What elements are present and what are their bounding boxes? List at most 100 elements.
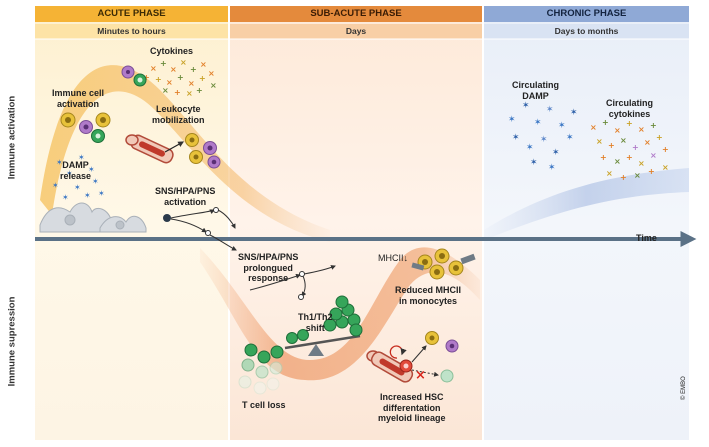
neuron-icons xyxy=(39,202,147,233)
svg-text:✶: ✶ xyxy=(534,118,542,128)
label-cytokines: Cytokines xyxy=(150,46,194,56)
chronic-wave xyxy=(484,168,689,240)
bone-icon-hsc xyxy=(366,350,414,383)
row-label-activation: Immune activation xyxy=(6,95,18,180)
svg-text:✶: ✶ xyxy=(552,148,560,158)
monocytes-mhcii xyxy=(411,248,476,280)
svg-text:✶: ✶ xyxy=(530,158,538,168)
label-hsc: Increased HSC differentation myeloid lin… xyxy=(378,392,446,423)
svg-text:×: × xyxy=(210,81,217,90)
svg-text:×: × xyxy=(208,69,215,78)
hsc-differentiation: × xyxy=(389,331,459,383)
circulating-cytokine-marks: ×+× +×+ ×+× +×+ +×+ ××+ ×+× +× xyxy=(590,118,669,182)
svg-text:✶: ✶ xyxy=(88,165,95,174)
circulating-damp-stars: ✶✶✶ ✶✶✶ ✶✶✶ ✶✶✶ ✶ xyxy=(508,101,578,173)
svg-text:×: × xyxy=(614,126,621,135)
svg-text:✶: ✶ xyxy=(548,163,556,173)
svg-text:×: × xyxy=(188,79,195,88)
svg-text:+: + xyxy=(608,141,615,150)
svg-text:×: × xyxy=(150,64,157,73)
svg-text:×: × xyxy=(662,163,669,172)
svg-text:✶: ✶ xyxy=(78,153,85,162)
damp-stars-acute: ✶✶✶✶ ✶✶✶✶ ✶✶ xyxy=(52,153,105,202)
svg-text:×: × xyxy=(166,78,173,87)
bone-icon-acute xyxy=(125,134,174,164)
svg-text:×: × xyxy=(415,368,426,383)
svg-text:×: × xyxy=(614,157,621,166)
svg-text:✶: ✶ xyxy=(52,181,59,190)
svg-text:×: × xyxy=(644,138,651,147)
immune-cell-activation-cells xyxy=(60,112,111,143)
svg-text:+: + xyxy=(177,73,184,82)
svg-text:×: × xyxy=(200,60,207,69)
svg-text:×: × xyxy=(634,171,641,180)
acute-phase-header: ACUTE PHASE xyxy=(35,6,228,22)
label-mhcii: MHCII↓ xyxy=(378,253,408,263)
svg-text:+: + xyxy=(155,75,162,84)
subacute-phase-header: SUB-ACUTE PHASE xyxy=(230,6,482,22)
label-sns-prolonged: SNS/HPA/PNS prolongued response xyxy=(238,252,299,283)
svg-text:✶: ✶ xyxy=(540,135,548,145)
row-label-suppression: Immune supression xyxy=(6,296,18,387)
svg-text:+: + xyxy=(600,153,607,162)
svg-text:×: × xyxy=(638,159,645,168)
label-time: Time xyxy=(636,233,657,243)
label-immune-cell-activation: Immune cell activation xyxy=(52,88,105,109)
label-damp-release: DAMP release xyxy=(60,160,92,181)
svg-text:✶: ✶ xyxy=(546,105,554,115)
svg-text:✶: ✶ xyxy=(84,191,91,200)
sns-prolonged-network xyxy=(249,265,336,300)
svg-text:+: + xyxy=(648,167,655,176)
t-cell-loss-cells xyxy=(238,343,284,395)
svg-text:×: × xyxy=(638,125,645,134)
chronic-phase-header: CHRONIC PHASE xyxy=(484,6,689,22)
svg-text:×: × xyxy=(170,65,177,74)
label-leukocyte-mobilization: Leukocyte mobilization xyxy=(152,104,205,125)
label-sns-activation: SNS/HPA/PNS activation xyxy=(155,186,216,207)
credit-embo: © EMBO xyxy=(681,376,687,400)
subacute-duration: Days xyxy=(230,24,482,39)
svg-text:✶: ✶ xyxy=(62,193,69,202)
svg-text:+: + xyxy=(620,173,627,182)
label-t-cell-loss: T cell loss xyxy=(242,400,286,410)
svg-text:✶: ✶ xyxy=(66,169,73,178)
svg-text:✶: ✶ xyxy=(98,189,105,198)
svg-text:+: + xyxy=(626,119,633,128)
svg-text:×: × xyxy=(590,123,597,132)
svg-text:×: × xyxy=(650,151,657,160)
svg-text:+: + xyxy=(143,73,150,82)
svg-text:+: + xyxy=(626,153,633,162)
leukocyte-cells xyxy=(185,133,221,169)
svg-text:+: + xyxy=(196,86,203,95)
th-shift-balance xyxy=(284,295,363,356)
suppression-wave xyxy=(200,247,480,381)
svg-text:✶: ✶ xyxy=(566,133,574,143)
label-circulating-damp: Circulating DAMP xyxy=(512,80,560,101)
svg-text:✶: ✶ xyxy=(92,177,99,186)
acute-duration: Minutes to hours xyxy=(35,24,228,39)
svg-text:+: + xyxy=(602,118,609,127)
svg-text:✶: ✶ xyxy=(74,183,81,192)
sns-activation-network xyxy=(163,207,237,251)
svg-text:+: + xyxy=(656,133,663,142)
chronic-duration: Days to months xyxy=(484,24,689,39)
svg-text:✶: ✶ xyxy=(522,101,530,111)
svg-text:✶: ✶ xyxy=(56,158,63,167)
svg-text:+: + xyxy=(190,65,197,74)
svg-text:✶: ✶ xyxy=(508,115,516,125)
svg-text:×: × xyxy=(186,89,193,98)
svg-text:✶: ✶ xyxy=(558,121,566,131)
svg-text:+: + xyxy=(160,59,167,68)
activation-wave xyxy=(40,65,330,242)
label-th-shift: Th1/Th2 shift xyxy=(298,312,333,333)
svg-text:×: × xyxy=(162,86,169,95)
svg-text:+: + xyxy=(632,143,639,152)
svg-text:+: + xyxy=(662,145,669,154)
svg-text:+: + xyxy=(174,88,181,97)
svg-text:✶: ✶ xyxy=(570,108,578,118)
immune-cell-cluster-top xyxy=(121,65,147,87)
svg-text:×: × xyxy=(620,136,627,145)
svg-text:✶: ✶ xyxy=(526,143,534,153)
